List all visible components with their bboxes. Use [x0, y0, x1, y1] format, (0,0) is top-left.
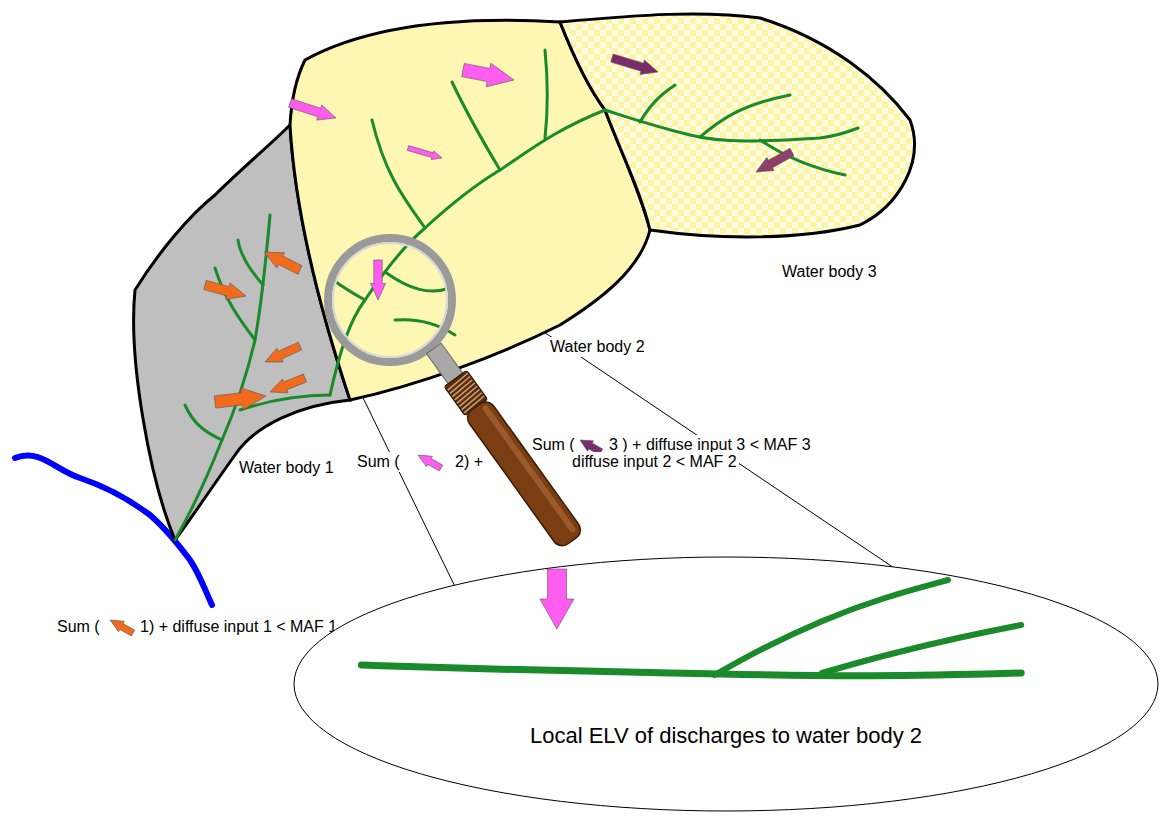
formula-arrow-icon: [418, 455, 443, 471]
region-label: Water body 3: [780, 262, 879, 282]
formula-text: Sum (: [355, 452, 402, 472]
discharge-arrow: [756, 148, 794, 172]
discharge-arrow: [611, 54, 658, 74]
magnifier-lens: [333, 243, 447, 357]
zoomed-stream: [715, 580, 948, 675]
discharge-arrow: [264, 252, 302, 274]
zoomed-stream: [822, 625, 1021, 673]
zoomed-stream: [361, 665, 1021, 676]
discharge-arrow: [462, 63, 514, 87]
formula-text: 1) + diffuse input 1 < MAF 1: [138, 617, 339, 637]
discharge-arrow: [204, 280, 246, 299]
discharge-arrow: [270, 374, 307, 393]
zoom-ellipse: Local ELV of discharges to water body 2: [292, 555, 1160, 813]
formula-text: Sum (: [55, 617, 102, 637]
zoom-ellipse-shape: [292, 555, 1160, 813]
magnifier-handle: [422, 340, 585, 550]
formula-text: diffuse input 2 < MAF 2: [570, 452, 739, 472]
discharge-arrow: [540, 569, 574, 629]
region-label: Water body 1: [237, 458, 336, 478]
discharge-arrow: [265, 342, 302, 362]
discharge-arrow: [407, 146, 442, 160]
zoom-caption: Local ELV of discharges to water body 2: [292, 723, 1160, 749]
magnifier-lens: [328, 238, 452, 362]
zoom-outline: [294, 557, 1158, 811]
discharge-arrow: [289, 99, 336, 120]
discharge-arrow: [371, 260, 386, 300]
water-body-3-area: [560, 14, 914, 237]
formula-arrow-icon: [110, 620, 135, 636]
discharge-arrow: [214, 388, 266, 410]
discharge-arrows: [204, 54, 794, 410]
region-label: Water body 2: [548, 337, 647, 357]
formula-text: 2) +: [453, 452, 485, 472]
